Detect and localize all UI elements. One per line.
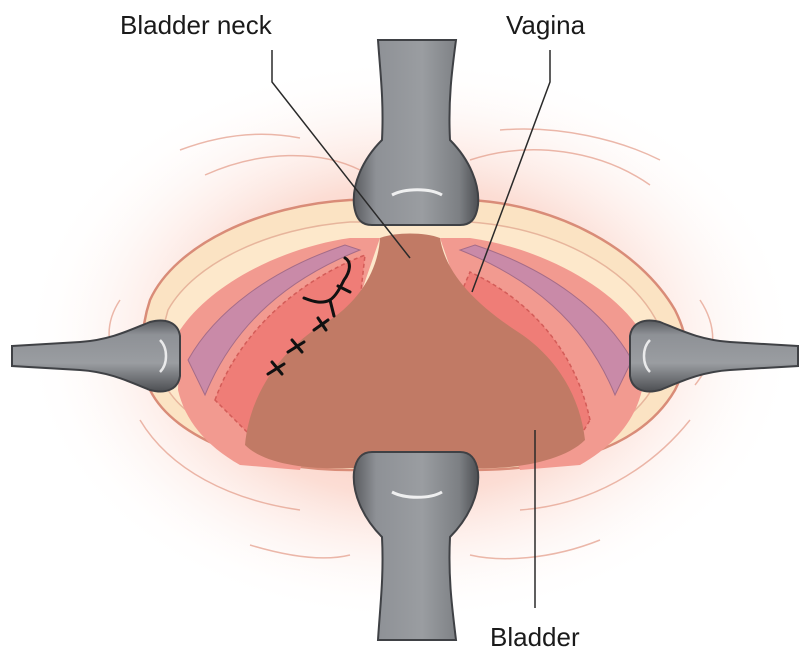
label-vagina: Vagina xyxy=(506,12,585,38)
label-bladder: Bladder xyxy=(490,624,580,650)
label-bladder-neck: Bladder neck xyxy=(120,12,272,38)
